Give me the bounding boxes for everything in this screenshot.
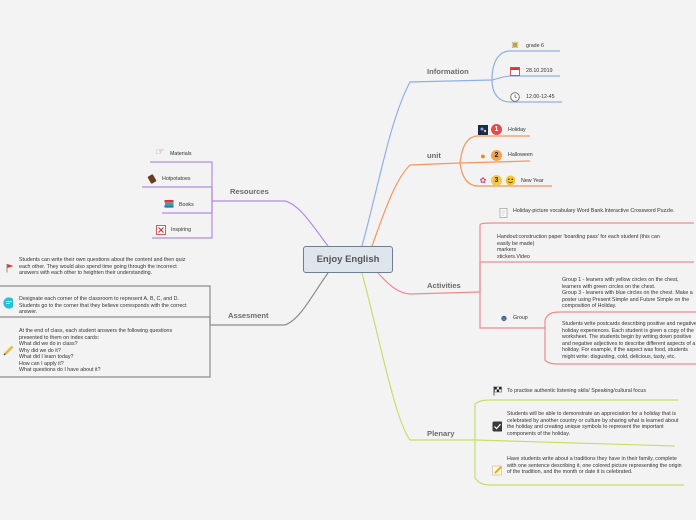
unit-item-halloween[interactable]: Halloween (508, 152, 533, 158)
paper-icon (499, 208, 509, 218)
checkbox-icon (492, 421, 502, 431)
information-date[interactable]: 28.10.2019 (526, 68, 553, 74)
books-icon (164, 199, 174, 209)
pointing-hand-icon: ☞ (155, 147, 165, 158)
red-flag-icon (5, 263, 15, 273)
fireworks-icon (478, 125, 488, 135)
cross-box-icon (156, 225, 166, 235)
smiley-icon (505, 175, 515, 185)
activities-group[interactable]: Group (513, 315, 528, 321)
activities-handout[interactable]: Handout:construction paper 'boarding pas… (497, 234, 660, 260)
resources-inspiring[interactable]: Inspiring (171, 227, 192, 233)
pencil-icon (3, 345, 13, 356)
branch-assesment[interactable]: Assesment (228, 311, 269, 320)
speech-bubble-icon (3, 297, 13, 309)
pencil-note-icon (492, 465, 502, 475)
priority-badge: 1 (491, 124, 502, 135)
assesment-corners[interactable]: Designate each corner of the classroom t… (19, 296, 187, 315)
plenary-appreciation[interactable]: Students will be able to demonstrate an … (507, 411, 679, 437)
activities-group-postcards[interactable]: Students write postcards describing posi… (562, 321, 696, 360)
information-grade[interactable]: grade 6 (526, 43, 544, 49)
checkered-flag-icon (493, 386, 503, 396)
priority-badge: 2 (491, 150, 502, 161)
school-building-icon: ▣ (511, 40, 519, 49)
chocolate-icon (147, 174, 157, 184)
information-time[interactable]: 12.00-12-45 (526, 94, 555, 100)
central-topic[interactable]: Enjoy English (303, 246, 393, 273)
branch-resources[interactable]: Resources (230, 187, 269, 196)
branch-activities[interactable]: Activities (427, 281, 461, 290)
pumpkin-icon: ● (480, 151, 486, 161)
resources-materials[interactable]: Materials (170, 151, 192, 157)
unit-item-holiday[interactable]: Holiday (508, 127, 526, 133)
unit-item-new-year[interactable]: New Year (521, 178, 544, 184)
priority-badge: 3 (491, 175, 502, 186)
branch-plenary[interactable]: Plenary (427, 429, 455, 438)
calendar-icon (510, 66, 520, 76)
branch-unit[interactable]: unit (427, 151, 441, 160)
resources-books[interactable]: Books (179, 202, 194, 208)
activities-vocabulary[interactable]: Holiday-picture vocabulary Word Bank.Int… (513, 208, 675, 214)
assesment-quiz[interactable]: Students can write their own questions a… (19, 257, 186, 276)
activities-group-poster[interactable]: Group 1 - leaners with yellow circles on… (562, 277, 693, 309)
group-people-icon: ☻ (499, 313, 509, 323)
flower-icon: ✿ (479, 176, 487, 185)
plenary-traditions[interactable]: Have students write about a traditions t… (507, 456, 682, 475)
plenary-skills[interactable]: To practise authentic listening skils/ S… (507, 388, 646, 394)
resources-hotpotatoes[interactable]: Hotpotatoes (162, 176, 191, 182)
assesment-index-cards[interactable]: At the end of class, each student answer… (19, 328, 173, 373)
clock-icon (510, 92, 520, 102)
branch-information[interactable]: Information (427, 67, 469, 76)
